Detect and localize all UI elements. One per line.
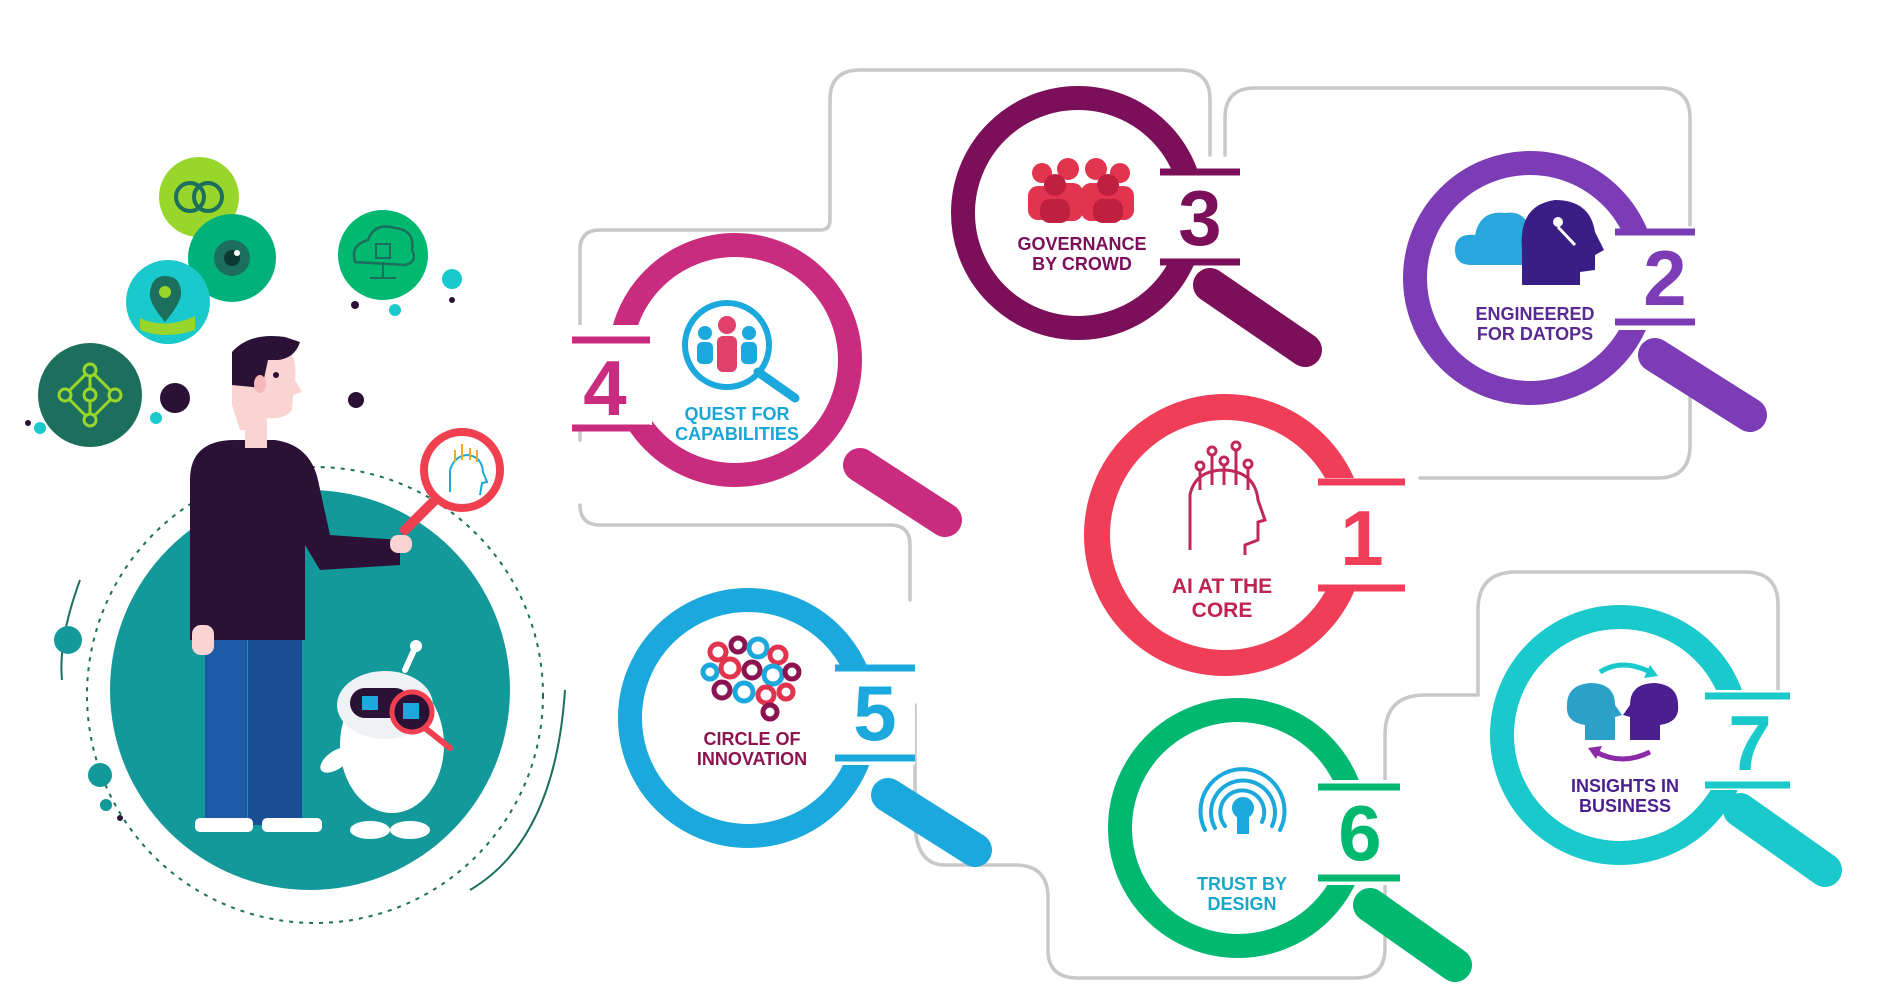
person-with-magnifier-and-robot (25, 157, 566, 924)
connector-5-6 (913, 693, 1480, 980)
magnifier-step-1: 1 AI AT THE CORE (1084, 394, 1405, 676)
step-label-line1: CIRCLE OF (704, 729, 801, 749)
magnifier-step-2: 2 ENGINEERED FOR DATOPS (1403, 151, 1767, 432)
connector-4-3 (578, 503, 912, 602)
step-label-line1: GOVERNANCE (1017, 234, 1146, 254)
step-number: 2 (1643, 234, 1686, 322)
magnifier-ring (1084, 394, 1366, 676)
magnifier-handle (871, 778, 992, 867)
magnifier-step-3: 3 GOVERNANCE BY CROWD (951, 86, 1322, 367)
magnifier-handle (1193, 268, 1322, 367)
decorative-dots (25, 269, 462, 821)
step-label-line2: CAPABILITIES (675, 424, 799, 444)
cloud-head-icon (1455, 200, 1604, 285)
magnifier-handle (843, 448, 962, 537)
step-label-line1: QUEST FOR (684, 404, 789, 424)
neural-network-icon (38, 343, 142, 447)
magnifier-step-5: 5 CIRCLE OF INNOVATION (618, 588, 992, 867)
step-label-line1: ENGINEERED (1475, 304, 1594, 324)
step-label-line1: AI AT THE (1172, 575, 1272, 598)
magnifier-step-4: 4 QUEST FOR CAPABILITIES (572, 233, 962, 537)
connector-4-top (578, 68, 1212, 442)
step-label-line2: INNOVATION (697, 749, 807, 769)
fingerprint-lock-icon (1198, 767, 1287, 834)
ai-brain-circuit-icon (1188, 440, 1267, 555)
handheld-magnifier (420, 428, 504, 512)
step-number: 7 (1728, 699, 1771, 787)
magnifier-ring (618, 588, 878, 848)
step-number: 3 (1178, 174, 1221, 262)
step-number: 5 (853, 669, 896, 757)
crowd-people-icon (1028, 158, 1134, 223)
magnifier-handle (1638, 338, 1767, 432)
orbit-dashed-circle (86, 466, 544, 924)
step-label-line2: DESIGN (1207, 894, 1276, 914)
brain-circuit-icon (449, 444, 489, 496)
step-label-line2: FOR DATOPS (1477, 324, 1593, 344)
cloud-chip-icon (338, 210, 428, 300)
innovation-brain-gears-icon (700, 635, 802, 722)
step-label-line1: INSIGHTS IN (1571, 776, 1679, 796)
magnifier-handle (1353, 888, 1472, 982)
people-search-icon (682, 300, 800, 403)
magnifier-step-7: 7 INSIGHTS IN BUSINESS (1490, 605, 1842, 887)
step-number: 1 (1340, 494, 1383, 582)
step-label-line2: BY CROWD (1032, 254, 1132, 274)
robot-figure (320, 640, 453, 839)
connector-3-2 (1223, 86, 1692, 227)
step-number: 4 (583, 344, 626, 432)
magnifier-step-6: 6 TRUST BY DESIGN (1108, 698, 1472, 982)
step-label-line2: CORE (1192, 599, 1253, 622)
step-number: 6 (1338, 789, 1381, 877)
magnifier-handle (1723, 793, 1842, 887)
magnifier-ring (1490, 605, 1750, 865)
connector-2-1 (1418, 393, 1692, 480)
connector-lines (578, 68, 1780, 980)
step-label-line1: TRUST BY (1197, 874, 1287, 894)
heads-puzzle-exchange-icon (1566, 662, 1679, 762)
connector-6-7 (1476, 570, 1780, 697)
location-pin-icon (126, 260, 210, 344)
eye-icon (188, 214, 276, 302)
step-label-line2: BUSINESS (1579, 796, 1671, 816)
person-figure (190, 336, 504, 832)
